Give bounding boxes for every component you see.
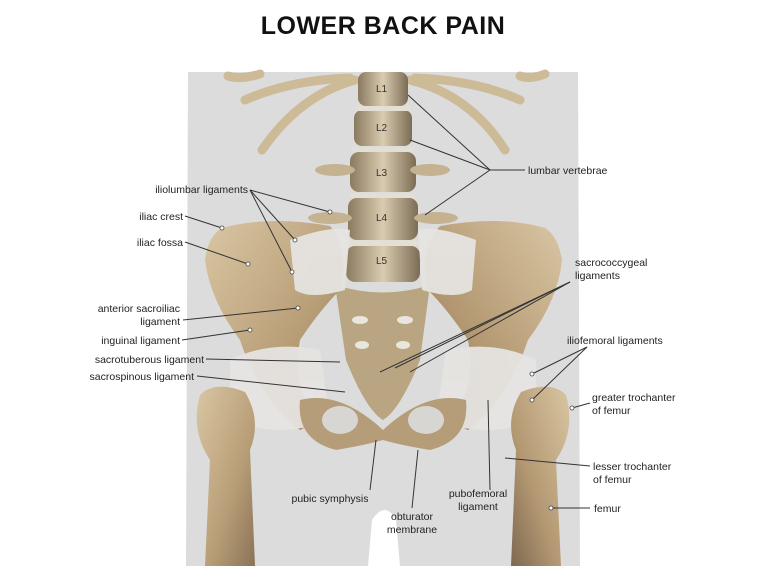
label-lesser-trochanter-line1: lesser trochanter: [593, 461, 672, 473]
label-obturator-line2: membrane: [387, 524, 437, 536]
label-lesser-trochanter-line2: of femur: [593, 474, 632, 486]
vertebra-label-l1: L1: [376, 84, 388, 95]
ribs: [223, 69, 550, 155]
label-inguinal-ligament: inguinal ligament: [101, 335, 180, 347]
label-femur: femur: [594, 503, 621, 515]
lumbar-spine: L1 L2 L3 L4 L5: [308, 72, 458, 282]
label-obturator-line1: obturator: [391, 511, 434, 523]
label-pubic-symphysis: pubic symphysis: [291, 493, 368, 505]
label-sacrococcygeal-line1: sacrococcygeal: [575, 257, 647, 269]
page-title: LOWER BACK PAIN: [260, 12, 506, 40]
label-pubofemoral-line1: pubofemoral: [449, 488, 507, 500]
label-iliac-crest: iliac crest: [139, 211, 183, 223]
label-greater-trochanter-line1: greater trochanter: [592, 392, 676, 404]
leader-dots: [219, 209, 575, 511]
label-iliac-fossa: iliac fossa: [137, 237, 183, 249]
vertebra-label-l4: L4: [376, 213, 388, 224]
vertebra-label-l2: L2: [376, 123, 388, 134]
label-iliolumbar-ligaments: iliolumbar ligaments: [155, 184, 248, 196]
label-lumbar-vertebrae: lumbar vertebrae: [528, 165, 608, 177]
right-femur: [511, 386, 570, 566]
label-sacrospinous-ligament: sacrospinous ligament: [90, 371, 195, 383]
label-iliofemoral-ligaments: iliofemoral ligaments: [567, 335, 663, 347]
leader-lines: [181, 94, 591, 509]
vertebra-label-l5: L5: [376, 256, 388, 267]
left-femur: [196, 386, 255, 566]
label-sacrotuberous-ligament: sacrotuberous ligament: [95, 354, 204, 366]
label-sacrococcygeal-line2: ligaments: [575, 270, 620, 282]
label-anterior-sacroiliac-line1: anterior sacroiliac: [98, 303, 180, 315]
label-anterior-sacroiliac-line2: ligament: [140, 316, 180, 328]
label-greater-trochanter-line2: of femur: [592, 405, 631, 417]
label-pubofemoral-line2: ligament: [458, 501, 498, 513]
vertebra-label-l3: L3: [376, 168, 388, 179]
